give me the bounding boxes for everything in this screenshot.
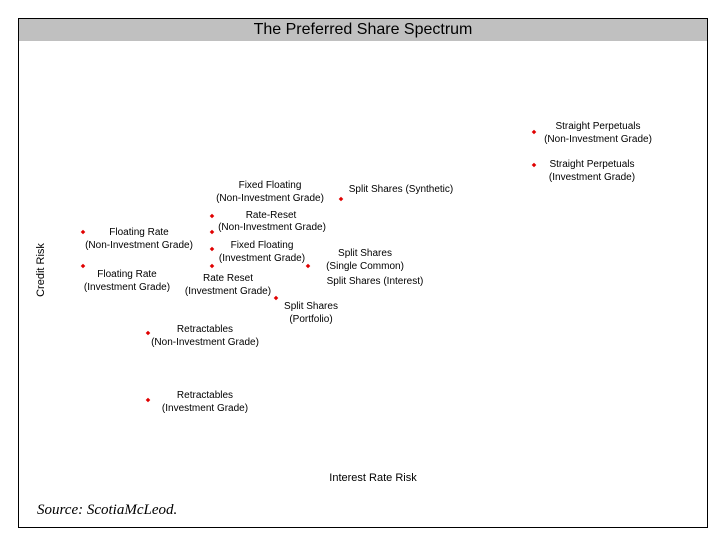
point-label: (Non-Investment Grade) (218, 222, 326, 233)
point-label: Rate Reset (203, 273, 253, 284)
point-label: (Investment Grade) (84, 282, 170, 293)
chart-title: The Preferred Share Spectrum (253, 21, 473, 38)
point-label: Rate-Reset (246, 210, 297, 221)
point-label: Retractables (177, 390, 233, 401)
point-label: (Non-Investment Grade) (151, 337, 259, 348)
point-label: Straight Perpetuals (555, 121, 640, 132)
data-point (531, 162, 537, 168)
title-bar: The Preferred Share Spectrum (19, 19, 707, 41)
point-label: (Investment Grade) (185, 286, 271, 297)
point-label: (Non-Investment Grade) (544, 134, 652, 145)
data-point (209, 263, 215, 269)
data-point (145, 397, 151, 403)
point-label: (Non-Investment Grade) (85, 240, 193, 251)
point-label: (Non-Investment Grade) (216, 193, 324, 204)
point-label: Retractables (177, 324, 233, 335)
data-point (209, 229, 215, 235)
point-label: Floating Rate (97, 269, 157, 280)
point-label: Split Shares (Interest) (327, 276, 424, 287)
point-label: Fixed Floating (239, 180, 302, 191)
point-label: Fixed Floating (231, 240, 294, 251)
point-label: (Investment Grade) (162, 403, 248, 414)
point-label: Split Shares (284, 301, 338, 312)
chart-frame: The Preferred Share Spectrum (18, 18, 708, 528)
data-point (209, 213, 215, 219)
data-point (145, 330, 151, 336)
data-point (209, 246, 215, 252)
source-note: Source: ScotiaMcLeod. (37, 502, 178, 518)
point-label: (Portfolio) (289, 314, 332, 325)
point-label: Split Shares (Synthetic) (349, 184, 454, 195)
y-axis-label: Credit Risk (35, 243, 47, 297)
point-label: Split Shares (338, 248, 392, 259)
data-point (80, 229, 86, 235)
data-point (338, 196, 344, 202)
point-label: Straight Perpetuals (549, 159, 634, 170)
point-label: (Single Common) (326, 261, 404, 272)
data-point (80, 263, 86, 269)
point-label: (Investment Grade) (219, 253, 305, 264)
data-point (531, 129, 537, 135)
data-point (305, 263, 311, 269)
data-point (273, 295, 279, 301)
x-axis-label: Interest Rate Risk (329, 472, 417, 484)
point-label: (Investment Grade) (549, 172, 635, 183)
point-label: Floating Rate (109, 227, 169, 238)
